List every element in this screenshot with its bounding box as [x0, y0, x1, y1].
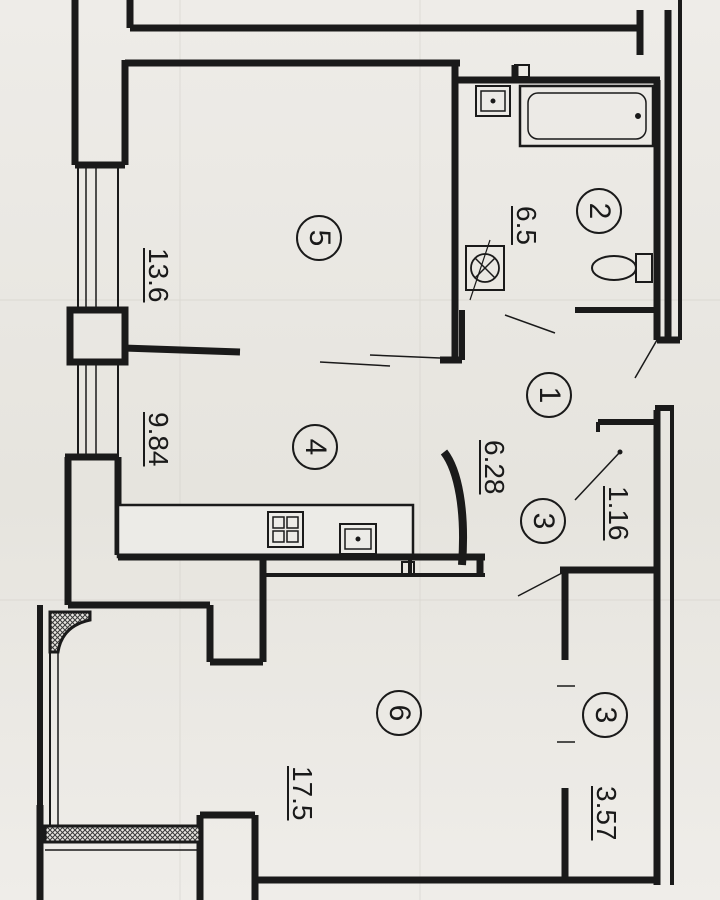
room-number: 1	[526, 372, 572, 418]
lower-walls	[36, 557, 660, 900]
room-number: 3	[520, 498, 566, 544]
kitchen-sink-icon	[339, 523, 377, 555]
room-area: 6.28	[479, 440, 510, 495]
room-area: 3.57	[591, 786, 622, 841]
washing-machine-icon	[465, 239, 505, 301]
bathtub-icon	[518, 84, 655, 148]
kitchen-counter	[116, 503, 485, 577]
room-area: 6.5	[511, 206, 542, 245]
stove-icon	[267, 511, 304, 548]
top-wall	[71, 0, 644, 165]
entrance-door	[634, 336, 680, 379]
balcony-window	[37, 605, 202, 851]
bathroom-walls	[440, 63, 661, 364]
room-number: 2	[576, 188, 622, 234]
room-number: 6	[376, 690, 422, 736]
room-area: 13.6	[143, 248, 174, 303]
bathroom-door	[504, 314, 556, 334]
toilet-icon	[591, 253, 653, 283]
room-area: 1.16	[603, 486, 634, 541]
room-number: 3	[582, 692, 628, 738]
bathroom-sink-icon	[475, 85, 511, 117]
right-exterior-wall	[653, 0, 682, 885]
partition-5-4	[124, 344, 241, 356]
closet-walls	[557, 419, 657, 880]
room-area: 9.84	[143, 412, 174, 467]
kitchen-door-arc	[440, 449, 468, 566]
room-number: 5	[296, 215, 342, 261]
room-number: 4	[292, 424, 338, 470]
room-area: 17.5	[287, 766, 318, 821]
